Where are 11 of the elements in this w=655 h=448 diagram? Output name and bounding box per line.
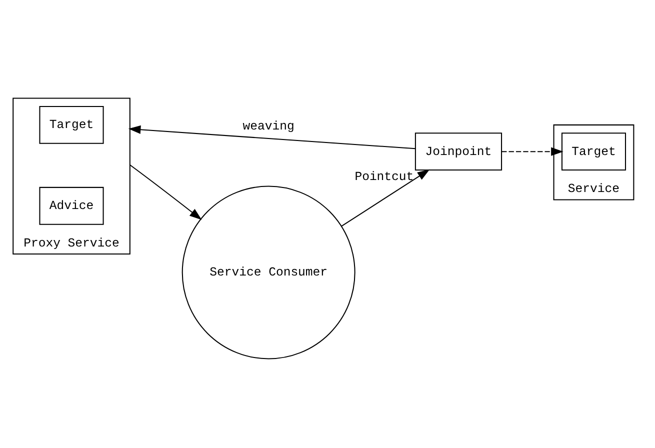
node-box: Target bbox=[39, 105, 104, 144]
edge-label: weaving bbox=[242, 119, 294, 134]
node-box: Target bbox=[561, 132, 626, 170]
arrow bbox=[341, 168, 430, 226]
arrow bbox=[130, 164, 202, 220]
node-box: Joinpoint bbox=[414, 132, 502, 170]
node-label: Pointcut bbox=[354, 169, 414, 184]
arrow bbox=[128, 124, 416, 149]
arrow bbox=[502, 146, 564, 156]
node-box: Advice bbox=[39, 186, 104, 224]
node-circle: Service Consumer bbox=[182, 185, 356, 359]
